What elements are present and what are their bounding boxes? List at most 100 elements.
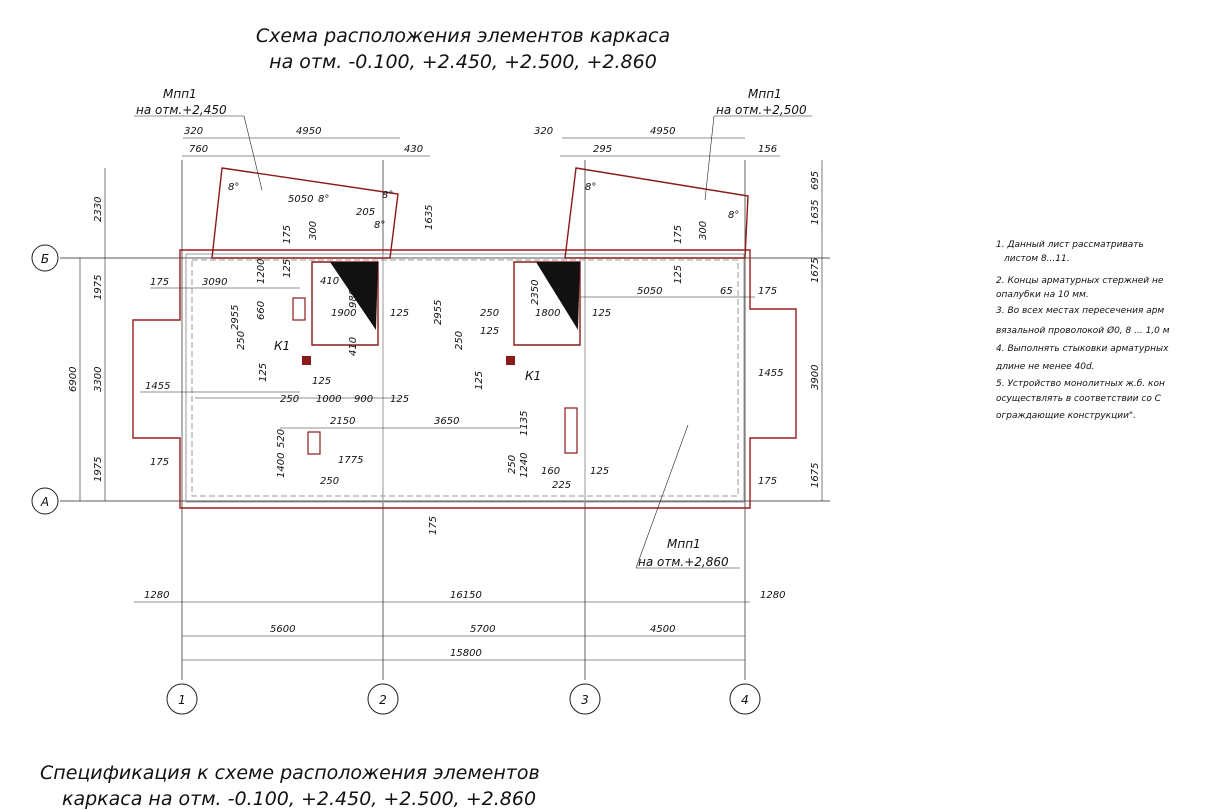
svg-text:3: 3 (581, 693, 589, 707)
svg-text:695: 695 (810, 171, 821, 190)
svg-text:300: 300 (308, 221, 319, 240)
axis-bubble-col-1: 1 (166, 683, 198, 715)
svg-text:205: 205 (356, 207, 375, 218)
svg-text:125: 125 (592, 308, 611, 319)
svg-text:125: 125 (474, 371, 485, 390)
title-line2: на отм. -0.100, +2.450, +2.500, +2.860 (269, 51, 657, 73)
svg-text:980: 980 (348, 289, 359, 308)
svg-text:225: 225 (552, 480, 571, 491)
k1-left-label: К1 (274, 339, 290, 353)
svg-text:520: 520 (276, 429, 287, 448)
svg-text:410: 410 (320, 276, 339, 287)
svg-text:4. Выполнять стыковки арматурн: 4. Выполнять стыковки арматурных (996, 344, 1169, 354)
svg-text:8°: 8° (382, 190, 393, 201)
svg-text:2330: 2330 (93, 197, 104, 222)
svg-text:5700: 5700 (470, 624, 495, 635)
svg-text:5050: 5050 (288, 194, 313, 205)
svg-text:5050: 5050 (637, 286, 662, 297)
svg-text:3900: 3900 (810, 365, 821, 390)
svg-text:125: 125 (673, 265, 684, 284)
svg-text:4950: 4950 (650, 126, 675, 137)
slab-label-bottom: Мпп1 на отм.+2,860 (635, 424, 740, 569)
svg-text:1635: 1635 (810, 200, 821, 225)
dims-top-right: 320 4950 295 156 (534, 126, 777, 155)
svg-text:на отм.+2,860: на отм.+2,860 (638, 555, 729, 569)
svg-text:250: 250 (454, 331, 465, 350)
svg-text:2955: 2955 (433, 300, 444, 325)
svg-text:1000: 1000 (316, 394, 341, 405)
svg-text:3650: 3650 (434, 416, 459, 427)
svg-text:430: 430 (404, 144, 423, 155)
svg-text:295: 295 (593, 144, 612, 155)
svg-text:156: 156 (758, 144, 777, 155)
svg-text:125: 125 (312, 376, 331, 387)
svg-text:125: 125 (390, 394, 409, 405)
dims-right-side: 695 1635 1675 3900 1675 (810, 171, 821, 488)
dims-left-side: 2330 1975 3300 1975 6900 (68, 197, 104, 482)
svg-text:Мпп1: Мпп1 (667, 537, 701, 551)
svg-text:4950: 4950 (296, 126, 321, 137)
svg-text:1675: 1675 (810, 463, 821, 488)
svg-text:1400: 1400 (276, 453, 287, 478)
svg-text:175: 175 (673, 225, 684, 244)
svg-text:8°: 8° (318, 194, 329, 205)
svg-text:3090: 3090 (202, 277, 227, 288)
svg-text:1240: 1240 (519, 453, 530, 478)
k1-right-label: К1 (525, 369, 541, 383)
svg-text:1135: 1135 (519, 411, 530, 436)
svg-text:760: 760 (189, 144, 208, 155)
svg-text:1800: 1800 (535, 308, 560, 319)
svg-text:8°: 8° (228, 182, 239, 193)
svg-text:1900: 1900 (331, 308, 356, 319)
svg-text:3. Во всех местах пересечения: 3. Во всех местах пересечения арм (996, 306, 1164, 316)
svg-text:1. Данный лист рассматривать: 1. Данный лист рассматривать (996, 240, 1144, 250)
dimension-lines (79, 137, 823, 661)
column-k1-right (506, 356, 515, 365)
svg-text:Мпп1: Мпп1 (163, 87, 197, 101)
svg-text:1455: 1455 (145, 381, 170, 392)
svg-text:3300: 3300 (93, 367, 104, 392)
svg-text:1975: 1975 (93, 457, 104, 482)
axis-bubble-col-4: 4 (729, 683, 761, 715)
svg-text:8°: 8° (585, 182, 596, 193)
svg-text:1: 1 (178, 693, 186, 707)
axis-bubble-col-2: 2 (367, 683, 399, 715)
spec-title-line1: Спецификация к схеме расположения элемен… (40, 762, 540, 784)
building-outline (132, 249, 797, 509)
svg-text:8°: 8° (374, 220, 385, 231)
svg-text:660: 660 (256, 301, 267, 320)
svg-text:опалубки на 10 мм.: опалубки на 10 мм. (996, 290, 1089, 300)
svg-text:125: 125 (590, 466, 609, 477)
svg-text:2955: 2955 (230, 305, 241, 330)
svg-text:6900: 6900 (68, 367, 79, 392)
svg-text:1635: 1635 (424, 205, 435, 230)
svg-text:175: 175 (758, 286, 777, 297)
svg-text:1775: 1775 (338, 455, 363, 466)
svg-text:осуществлять в соответствии со: осуществлять в соответствии со С (996, 394, 1162, 404)
column-k1-left (302, 356, 311, 365)
svg-text:2: 2 (379, 693, 387, 707)
svg-text:125: 125 (258, 363, 269, 382)
svg-text:250: 250 (236, 331, 247, 350)
svg-text:вязальной проволокой Ø0, 8 ...: вязальной проволокой Ø0, 8 ... 1,0 м (996, 325, 1170, 336)
svg-text:250: 250 (320, 476, 339, 487)
svg-text:на отм.+2,450: на отм.+2,450 (136, 103, 227, 117)
svg-text:2150: 2150 (330, 416, 355, 427)
svg-text:1675: 1675 (810, 258, 821, 283)
spec-title-line2: каркаса на отм. -0.100, +2.450, +2.500, … (62, 788, 536, 810)
svg-text:4: 4 (741, 693, 749, 707)
svg-text:320: 320 (184, 126, 203, 137)
inner-openings (292, 261, 581, 455)
svg-text:1455: 1455 (758, 368, 783, 379)
svg-text:ограждающие конструкции".: ограждающие конструкции". (996, 411, 1136, 421)
svg-text:250: 250 (480, 308, 499, 319)
svg-text:А: А (40, 495, 49, 509)
svg-text:1280: 1280 (760, 590, 785, 601)
svg-text:2. Концы арматурных стержней н: 2. Концы арматурных стержней не (996, 276, 1164, 286)
svg-text:1975: 1975 (93, 275, 104, 300)
svg-text:1200: 1200 (256, 259, 267, 284)
svg-text:5. Устройство монолитных ж.б.: 5. Устройство монолитных ж.б. кон (996, 379, 1165, 389)
slab-label-left: Мпп1 на отм.+2,450 (134, 87, 263, 191)
svg-text:длине не менее 40d.: длине не менее 40d. (995, 362, 1095, 372)
